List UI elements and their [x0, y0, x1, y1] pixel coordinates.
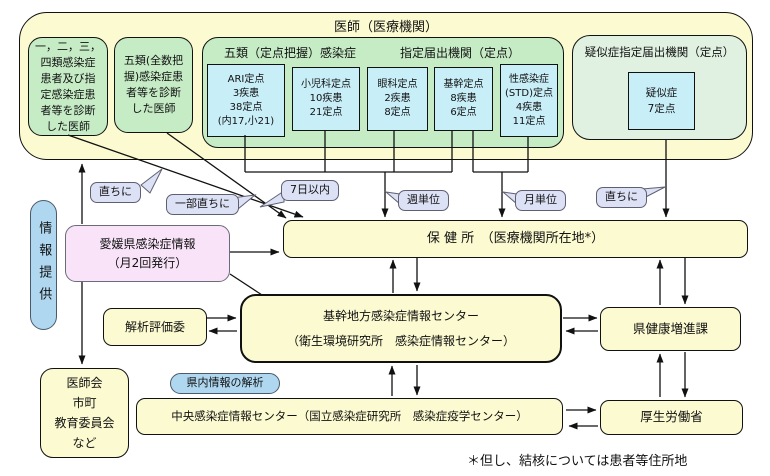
- balloon-tails: [140, 168, 666, 210]
- physicians-title: 医師（医療機関）: [333, 20, 438, 35]
- sentinel-ari-box: ARI定点 3疾患 38定点 (内17,小21): [207, 64, 285, 137]
- ehime-bulletin-box: 愛媛県感染症情報 （月2回発行）: [65, 225, 230, 282]
- class1-4-physicians-box: 一，二，三， 四類感染症 患者及び指 定感染症患 者等を診断 した医師: [28, 37, 108, 136]
- ministry-box: 厚生労働省: [600, 400, 743, 435]
- national-center-box: 中央感染症情報センター（国立感染症研究所 感染症疫学センター）: [136, 398, 563, 435]
- sentinel-group-title-left: 五類（定点把握）感染症: [224, 46, 357, 60]
- health-center-box: 保 健 所 （医療機関所在地*）: [283, 220, 748, 258]
- health-promotion-division-box: 県健康増進課: [600, 307, 741, 351]
- sentinel-suspected-box: 疑似症 7定点: [628, 72, 695, 130]
- analysis-committee-box: 解析評価委: [103, 308, 207, 346]
- sentinel-group-title-right: 指定届出機関（定点）: [400, 46, 521, 60]
- sentinel-core-box: 基幹定点 8疾患 6定点: [434, 67, 493, 131]
- sentinel-std-box: 性感染症 (STD)定点 4疾患 11定点: [500, 64, 558, 137]
- sentinel-ophthalmology-box: 眼科定点 2疾患 8定点: [367, 67, 428, 131]
- footnote: ＊但し、結核については患者等住所地: [467, 454, 688, 469]
- class5-allcase-physicians-box: 五類(全数把 握)感染症患 者等を診断 した医師: [114, 37, 193, 133]
- analysis-badge-pill: 県内情報の解析: [170, 373, 280, 394]
- suspected-group-title: 疑似症指定届出機関（定点）: [584, 45, 735, 59]
- report-flow-lines: [67, 131, 689, 430]
- info-provision-pill: 情報提供: [30, 200, 57, 330]
- local-organizations-box: 医師会 市町 教育委員会 など: [40, 368, 129, 458]
- sentinel-pediatric-box: 小児科定点 10疾患 21定点: [292, 67, 360, 131]
- prefectural-center-box: 基幹地方感染症情報センター （衛生環境研究所 感染症情報センター）: [240, 294, 562, 363]
